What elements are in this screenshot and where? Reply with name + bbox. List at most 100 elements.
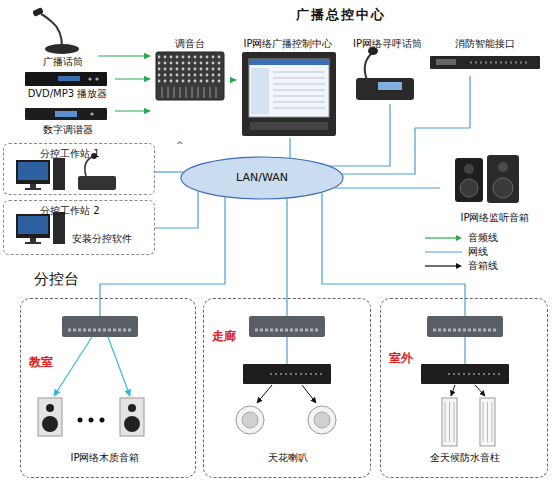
network-amplifier <box>243 364 331 384</box>
fire-interface-device: 消防智能接口 <box>428 36 542 76</box>
device-knob <box>88 77 91 80</box>
node-label: 分控工作站 1 <box>40 148 140 160</box>
fire-interface <box>430 56 540 69</box>
speaker-line <box>475 385 485 396</box>
node-label: 教室 <box>29 355 69 369</box>
network-line <box>155 171 184 172</box>
network-line <box>342 76 470 174</box>
speaker-cabinet <box>487 155 519 203</box>
outdoor-equipment <box>421 298 509 446</box>
node-label: 室外 <box>389 351 429 365</box>
network-line <box>328 104 390 166</box>
control-server <box>242 52 336 136</box>
speaker-line <box>451 385 455 396</box>
audio-line <box>230 79 236 80</box>
network-line <box>54 337 92 396</box>
column-speaker <box>442 398 457 446</box>
speaker-line <box>257 385 272 403</box>
legend-line <box>425 251 462 252</box>
legend-text: 音箱线 <box>468 260 498 272</box>
monitor-speaker: IP网络监听音箱 <box>440 150 550 226</box>
pc-tower <box>53 212 65 244</box>
network-line <box>464 298 465 316</box>
pc-stand <box>30 184 36 188</box>
legend-entry: 音箱线 <box>424 259 524 273</box>
microphone-device: 广播话筒 <box>28 6 98 70</box>
control-center: IP网络广播控制中心 <box>236 36 340 138</box>
ceiling-speaker <box>236 406 264 434</box>
wooden-speaker <box>38 398 62 436</box>
network-line <box>286 198 287 298</box>
server-body <box>242 52 336 136</box>
mic-display <box>378 82 402 90</box>
network-line <box>289 138 290 158</box>
audio-line <box>115 78 150 79</box>
legend-text: 音频线 <box>468 232 498 244</box>
pc-stand <box>30 238 36 242</box>
amplifier-controls <box>270 373 322 375</box>
speaker-tweeter <box>498 162 508 172</box>
speaker-cabinet <box>455 158 483 202</box>
tuner-device: 数字调谐器 <box>20 104 115 140</box>
monitor-speakers <box>455 155 519 203</box>
network-amplifier <box>421 364 509 384</box>
node-label: IP网络广播控制中心 <box>236 38 340 50</box>
mixer-device: 调音台 <box>150 36 230 116</box>
ellipsis-dot <box>89 418 94 423</box>
switch-ports <box>68 329 132 332</box>
switch-ports <box>433 329 497 332</box>
network-line <box>464 337 465 364</box>
paging-mic-neck <box>85 157 92 176</box>
zone-box: 走廊天花喇叭 <box>203 298 371 478</box>
mixer-body <box>156 52 224 100</box>
network-line <box>99 298 100 316</box>
network-line <box>322 192 465 298</box>
device-body <box>430 56 540 69</box>
speaker-tweeter <box>128 404 136 412</box>
mic-base <box>356 78 414 100</box>
node-label: 分控工作站 2 <box>40 205 140 217</box>
node-label: 全天候防水音柱 <box>400 452 530 464</box>
pc-monitor <box>16 214 50 238</box>
pc-screen <box>18 216 48 234</box>
mic-neck <box>365 54 371 80</box>
ellipsis-dot <box>78 418 83 423</box>
diagram-title: 广播总控中心 <box>296 6 386 24</box>
network-line <box>333 187 440 188</box>
paging-mic-base <box>78 176 116 190</box>
network-line <box>100 197 225 298</box>
section-label: 分控台 <box>34 270 79 289</box>
legend-entry: 网线 <box>424 245 524 259</box>
workstation-pc <box>16 212 65 244</box>
mixing-console <box>156 52 224 100</box>
speaker-woofer <box>124 416 140 432</box>
screen-panel <box>251 68 269 114</box>
speaker-grille <box>445 402 454 442</box>
device-display <box>55 111 77 117</box>
speaker-device: IP网络木质音箱 <box>30 452 180 466</box>
speaker-grille <box>314 412 330 428</box>
speaker-woofer <box>493 178 513 198</box>
node-label: 天花喇叭 <box>235 452 340 464</box>
network-ellipse: LAN/WAN <box>180 156 344 200</box>
legend-arrowhead <box>456 235 462 241</box>
node-note: 安装分控软件 <box>72 233 152 245</box>
speaker-line <box>302 385 316 403</box>
player-device: DVD/MP3 播放器 <box>20 70 115 102</box>
speaker-woofer <box>460 179 478 197</box>
network-switch <box>427 316 503 337</box>
device-body <box>25 72 107 86</box>
wooden-speaker <box>120 398 144 436</box>
legend-sample <box>424 245 464 259</box>
node-label: LAN/WAN <box>180 171 344 184</box>
ellipse-shape <box>181 157 343 199</box>
zone-box: 教室 IP网络木质音箱 <box>20 298 196 478</box>
legend-line <box>425 265 457 266</box>
dvd-player <box>25 72 107 86</box>
paging-microphone <box>356 47 414 100</box>
digital-tuner <box>25 108 107 120</box>
pc-stand <box>25 188 41 190</box>
server-panel <box>250 122 328 130</box>
node-label: 调音台 <box>150 38 230 50</box>
paging-device: IP网络寻呼话筒 <box>340 36 435 104</box>
